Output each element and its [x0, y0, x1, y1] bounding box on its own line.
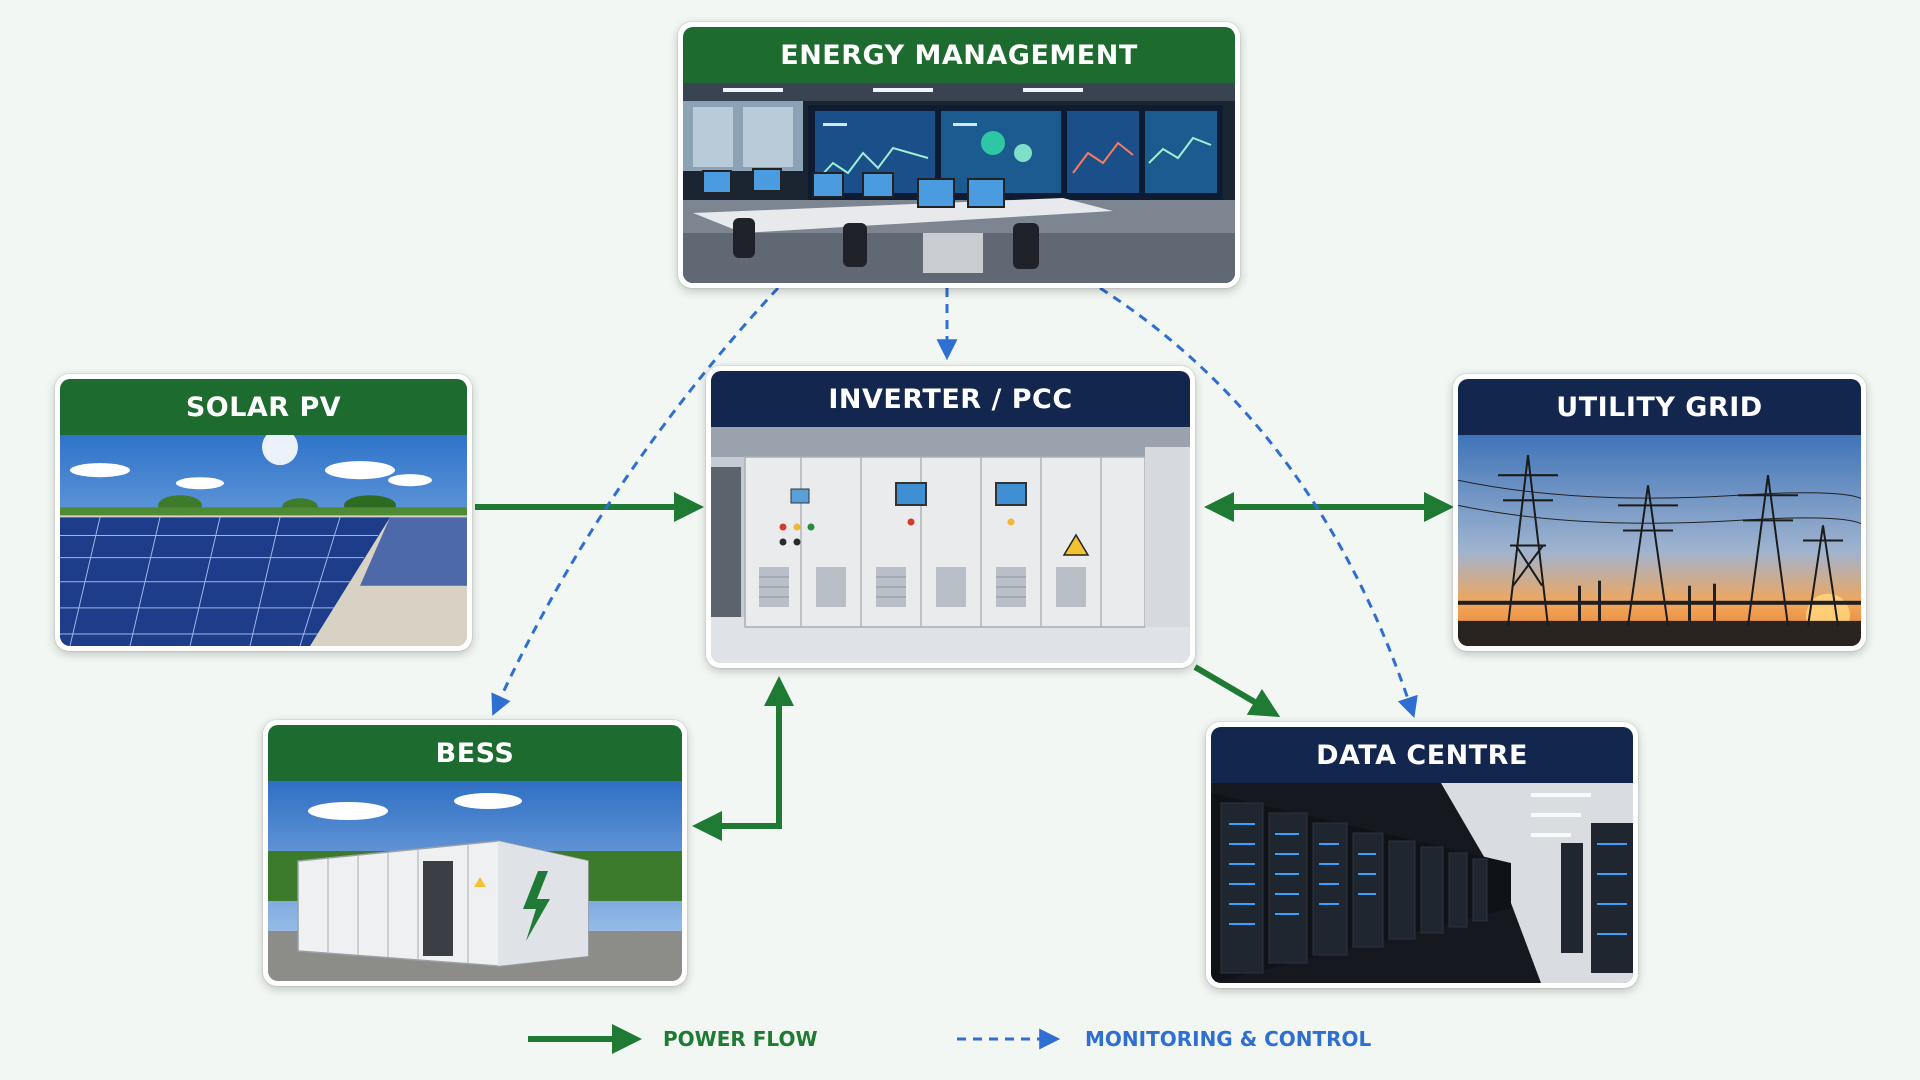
solar-panels-image [60, 435, 467, 646]
inverter-cabinets-image [711, 427, 1190, 663]
legend-monitoring-control-label: MONITORING & CONTROL [1085, 1027, 1372, 1051]
solar-pv-card[interactable]: SOLAR PV [55, 374, 472, 651]
transmission-towers-image [1458, 435, 1861, 646]
power-flow-inverter-bess [692, 676, 794, 841]
battery-container-image [268, 781, 682, 981]
power-flow-inverter-to-datacentre [1193, 664, 1281, 718]
inverter-pcc-title: INVERTER / PCC [711, 371, 1190, 427]
solar-pv-title: SOLAR PV [60, 379, 467, 435]
utility-grid-title: UTILITY GRID [1458, 379, 1861, 435]
inverter-pcc-card[interactable]: INVERTER / PCC [706, 366, 1195, 668]
bess-title: BESS [268, 725, 682, 781]
control-room-image [683, 83, 1235, 283]
energy-management-title: ENERGY MANAGEMENT [683, 27, 1235, 83]
server-room-image [1211, 783, 1633, 983]
data-centre-card[interactable]: DATA CENTRE [1206, 722, 1638, 988]
bess-card[interactable]: BESS [263, 720, 687, 986]
data-centre-title: DATA CENTRE [1211, 727, 1633, 783]
energy-management-card[interactable]: ENERGY MANAGEMENT [678, 22, 1240, 288]
utility-grid-card[interactable]: UTILITY GRID [1453, 374, 1866, 651]
legend-power-flow-label: POWER FLOW [663, 1027, 818, 1051]
